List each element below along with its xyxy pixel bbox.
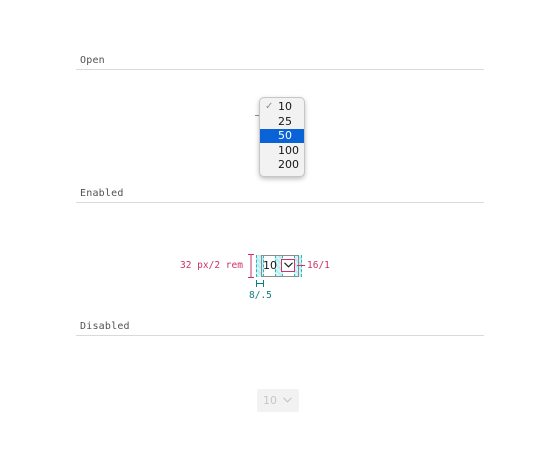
section-divider-open [76, 69, 484, 70]
select-anchor-tick [255, 115, 261, 116]
section-title-open: Open [80, 55, 105, 66]
section-divider-enabled [76, 202, 484, 203]
dropdown-menu: ✓ 10 25 50 100 200 [259, 97, 305, 177]
dropdown-option-10[interactable]: ✓ 10 [260, 100, 304, 114]
chevron-down-icon [283, 397, 292, 403]
dropdown-option-25[interactable]: 25 [260, 115, 304, 129]
section-divider-disabled [76, 335, 484, 336]
padding-zone-left [256, 255, 264, 277]
dropdown-option-label: 50 [278, 129, 292, 142]
disabled-select: 10 [257, 389, 299, 412]
chevron-down-icon [284, 262, 293, 268]
checkmark-icon: ✓ [265, 101, 274, 112]
dropdown-option-label: 25 [278, 115, 292, 128]
height-spec-label: 32 px/2 rem [180, 260, 243, 271]
section-title-enabled: Enabled [80, 188, 124, 199]
dropdown-option-label: 200 [278, 158, 299, 171]
disabled-select-value: 10 [263, 394, 277, 407]
dropdown-option-50[interactable]: 50 [260, 129, 304, 143]
padding-bracket-icon [256, 280, 264, 287]
select-value: 10 [263, 259, 277, 272]
dropdown-option-200[interactable]: 200 [260, 158, 304, 172]
dropdown-option-100[interactable]: 100 [260, 144, 304, 158]
dropdown-option-label: 10 [278, 100, 292, 113]
padding-spec-label: 8/.5 [249, 290, 272, 301]
icon-spec-label: 16/1 [307, 260, 330, 271]
section-title-disabled: Disabled [80, 321, 130, 332]
select-chevron-button[interactable] [281, 259, 295, 272]
icon-spec-leader [297, 265, 305, 266]
dropdown-option-label: 100 [278, 144, 299, 157]
height-bracket-icon [248, 254, 254, 278]
select-field[interactable] [261, 255, 299, 277]
